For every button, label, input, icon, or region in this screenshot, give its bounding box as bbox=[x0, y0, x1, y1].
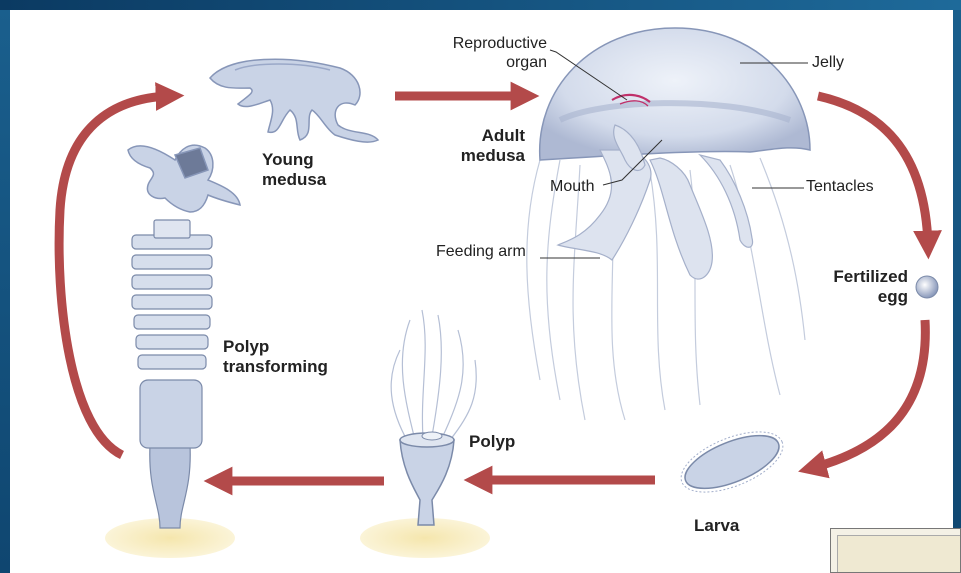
adult-medusa-label: Adult medusa bbox=[420, 126, 525, 166]
mouth-label: Mouth bbox=[550, 177, 594, 196]
young-medusa-illustration bbox=[128, 59, 378, 212]
polyp-illustration bbox=[391, 310, 476, 525]
feeding-arm-label: Feeding arm bbox=[436, 242, 526, 261]
fertilized-egg-label: Fertilized egg bbox=[800, 267, 908, 307]
cycle-arrow bbox=[818, 96, 928, 245]
young-medusa-label: Young medusa bbox=[262, 150, 326, 190]
corner-thumbnail-image bbox=[837, 535, 960, 572]
polyp-transforming-label: Polyp transforming bbox=[223, 337, 328, 377]
tentacles-label: Tentacles bbox=[806, 177, 874, 196]
larva-illustration bbox=[673, 420, 791, 505]
polyp-label: Polyp bbox=[469, 432, 515, 452]
larva-label: Larva bbox=[694, 516, 739, 536]
fertilized-egg-illustration bbox=[916, 276, 938, 298]
adult-medusa-illustration bbox=[527, 28, 810, 420]
jelly-label: Jelly bbox=[812, 53, 844, 72]
cycle-arrow bbox=[812, 320, 925, 468]
corner-thumbnail[interactable] bbox=[830, 528, 961, 573]
polyp-transforming-illustration bbox=[132, 220, 212, 528]
reproductive-organ-label: Reproductive organ bbox=[415, 34, 547, 72]
